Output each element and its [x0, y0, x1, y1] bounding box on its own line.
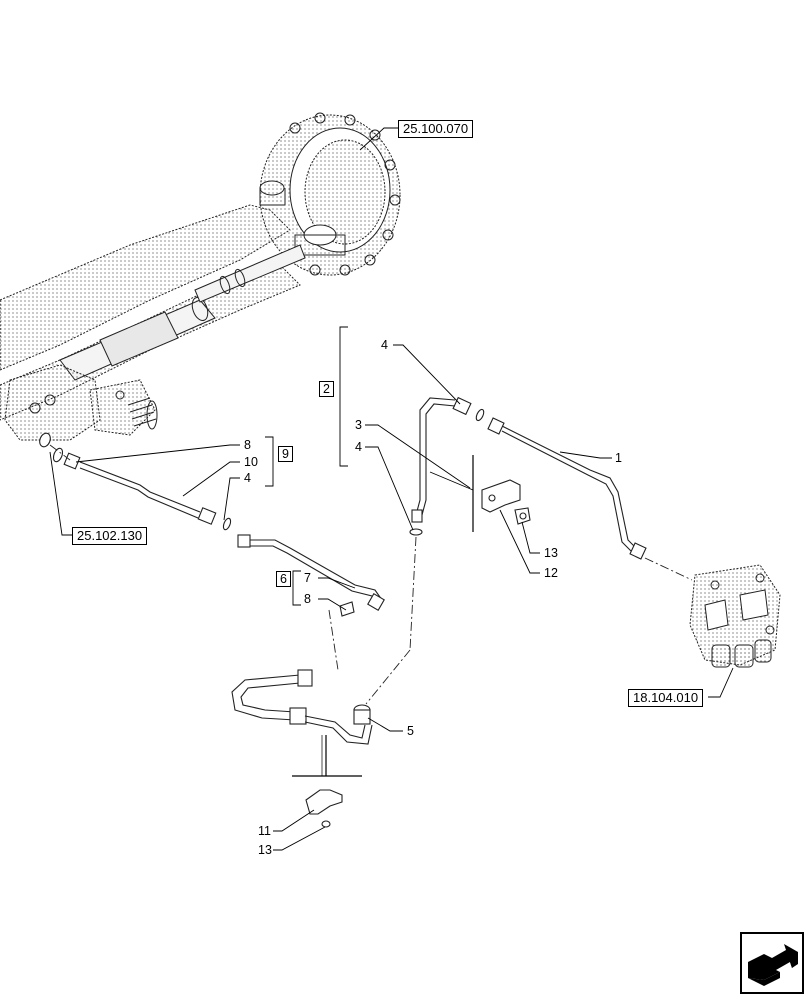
pipe-7	[237, 534, 385, 617]
group-box-9: 9	[278, 446, 293, 462]
transmission-housing	[0, 204, 301, 445]
ref-box-valve[interactable]: 18.104.010	[628, 689, 704, 707]
section-line-bottom	[292, 735, 362, 777]
control-valve	[689, 564, 781, 668]
callout-13-right: 13	[544, 546, 558, 560]
callout-1: 1	[615, 451, 622, 465]
ref-box-axle[interactable]: 25.102.130	[72, 527, 148, 545]
centerlines	[49, 444, 693, 705]
bracket-11	[305, 789, 343, 828]
section-line	[429, 455, 474, 532]
group-box-2: 2	[319, 381, 334, 397]
next-page-arrow-icon[interactable]	[740, 932, 804, 994]
callout-11: 11	[258, 824, 271, 838]
callout-7: 7	[304, 571, 311, 585]
hose-5	[231, 669, 373, 745]
group-box-6: 6	[276, 571, 291, 587]
fittings-top	[452, 396, 485, 422]
callout-12: 12	[544, 566, 558, 580]
ref-box-hub[interactable]: 25.100.070	[398, 120, 474, 138]
pipe-3	[409, 397, 456, 536]
callout-4-top: 4	[381, 338, 388, 352]
leader-lines	[49, 127, 734, 851]
callout-3: 3	[355, 418, 362, 432]
callout-10: 10	[244, 455, 258, 469]
callout-4-mid: 4	[355, 440, 362, 454]
pipe-10	[63, 452, 232, 531]
callout-5: 5	[407, 724, 414, 738]
callout-13-bottom: 13	[258, 843, 272, 857]
callout-8-top: 8	[244, 438, 251, 452]
bracket-12	[481, 479, 531, 525]
hub-housing	[194, 112, 401, 303]
fittings-left	[39, 432, 64, 463]
callout-4-left: 4	[244, 471, 251, 485]
pipe-1	[487, 417, 647, 560]
callout-8-mid: 8	[304, 592, 311, 606]
